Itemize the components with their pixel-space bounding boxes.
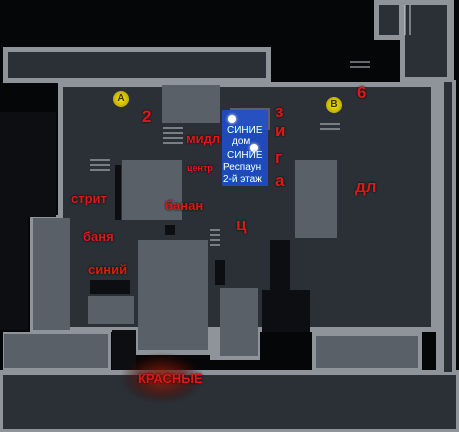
label-banan: банан [165,198,204,213]
label-midl: мидл [186,131,221,146]
blue-spawn-label-2: дом [232,136,251,147]
label-six: 6 [357,83,367,102]
label-strit: стрит [71,191,107,206]
stairs [90,5,411,246]
label-ts: ц [236,215,247,234]
label-g: г [275,148,283,167]
blue-spawn-label-5: 2-й этаж [223,174,262,185]
label-red-spawn: КРАСНЫЕ [138,371,203,386]
spawn-marker-icon [250,144,258,152]
bombsite-b-icon: B [326,97,342,113]
label-dl: дл [355,177,377,196]
label-i: и [275,121,286,140]
label-a: а [275,171,285,190]
label-two: 2 [142,107,152,126]
blue-spawn-label-4: Респаун [223,162,262,173]
dark-areas [0,112,310,370]
label-siniy: синий [88,262,128,277]
spawn-marker-icon [228,115,236,123]
blue-spawn-label-1: СИНИЕ [227,125,263,136]
red-spawn-glow [120,352,204,404]
label-banya: баня [83,229,114,244]
label-center: центр [187,163,213,173]
blue-spawn-label-3: СИНИЕ [227,150,263,161]
bombsite-a-icon: A [113,91,129,107]
label-z: з [275,102,284,121]
